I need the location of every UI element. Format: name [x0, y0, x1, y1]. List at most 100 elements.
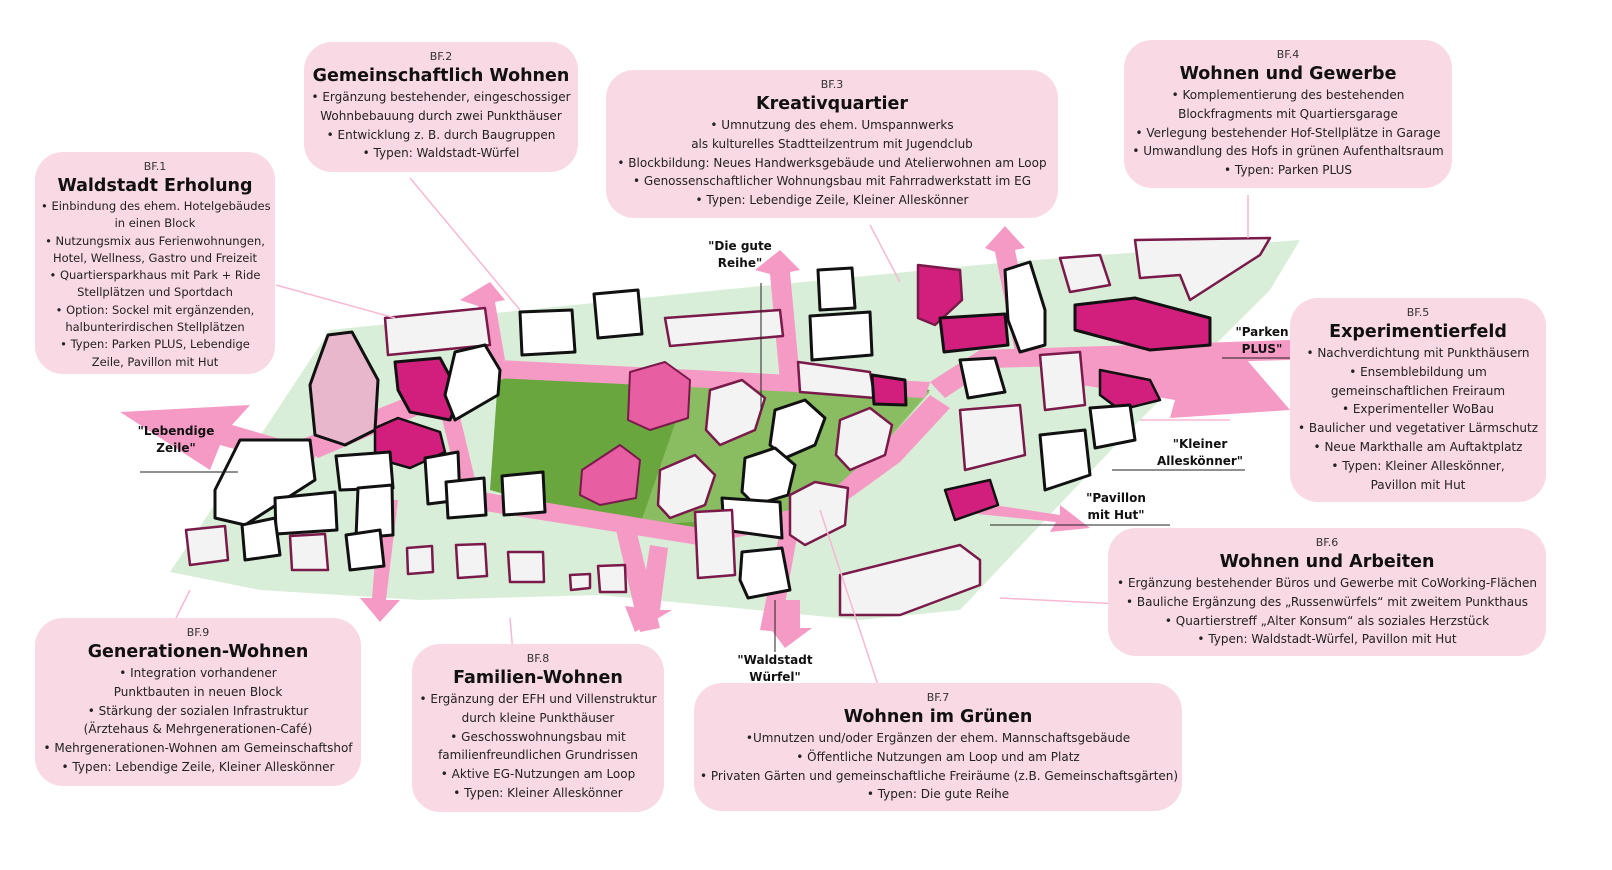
card-code: BF.6 — [1315, 536, 1339, 549]
label-pavillon-mit-hut: "Pavillon mit Hut" — [1076, 490, 1156, 524]
card-line: • Integration vorhandener — [119, 666, 277, 680]
card-bf3: BF.3 Kreativquartier • Umnutzung des ehe… — [606, 70, 1058, 218]
label-line: "Pavillon — [1086, 491, 1146, 505]
card-line: • Stärkung der sozialen Infrastruktur — [87, 703, 309, 718]
arrow-south-2 — [625, 545, 672, 632]
card-code: BF.4 — [1276, 48, 1300, 61]
card-code: BF.8 — [526, 652, 550, 665]
card-line: Zeile, Pavillon mit Hut — [91, 354, 219, 369]
card-line: • Bauliche Ergänzung des „Russenwürfels“… — [1126, 594, 1528, 609]
label-line: Reihe" — [717, 256, 763, 270]
building-l-white — [443, 343, 502, 422]
label-line: mit Hut" — [1087, 508, 1145, 522]
card-line: • Typen: Parken PLUS, Lebendige — [60, 337, 250, 352]
card-title: Gemeinschaftlich Wohnen — [312, 66, 570, 86]
building-pavillon — [943, 478, 1000, 522]
building-block-bf1 — [383, 306, 492, 357]
label-lebendige-zeile: "Lebendige Zeile" — [132, 423, 220, 457]
card-line: • Typen: Die gute Reihe — [866, 787, 1010, 802]
card-line: • Ergänzung bestehender, eingeschossiger — [311, 90, 571, 104]
card-line: • Experimenteller WoBau — [1341, 402, 1495, 417]
card-line: Blockfragments mit Quartiersgarage — [1178, 106, 1398, 121]
card-line: gemeinschaftlichen Freiraum — [1330, 383, 1506, 398]
card-line: • Typen: Lebendige Zeile, Kleiner Allesk… — [61, 759, 335, 774]
card-line: Stellplätzen und Sportdach — [77, 285, 233, 300]
card-line: • Typen: Waldstadt-Würfel, Pavillon mit … — [1197, 632, 1457, 647]
card-line: • Ergänzung bestehender Büros und Gewerb… — [1117, 576, 1537, 590]
card-line: in einen Block — [114, 216, 196, 231]
card-title: Kreativquartier — [756, 94, 908, 114]
card-line: Wohnbebauung durch zwei Punkthäuser — [320, 108, 562, 123]
card-title: Wohnen im Grünen — [843, 707, 1033, 727]
label-waldstadt-wuerfel: "Waldstadt Würfel" — [730, 652, 820, 686]
label-line: PLUS" — [1241, 342, 1283, 356]
card-bf6: BF.6 Wohnen und Arbeiten • Ergänzung bes… — [1108, 528, 1546, 656]
card-line: • Aktive EG-Nutzungen am Loop — [440, 767, 636, 782]
card-line: • Umnutzung des ehem. Umspannwerks — [710, 118, 954, 132]
label-line: "Parken — [1235, 325, 1289, 339]
card-code: BF.3 — [820, 78, 844, 91]
card-line: • Quartierstreff „Alter Konsum“ als sozi… — [1164, 613, 1490, 628]
label-line: "Lebendige — [137, 424, 215, 438]
card-line: (Ärztehaus & Mehrgenerationen-Café) — [83, 722, 313, 737]
card-bf9: BF.9 Generationen-Wohnen • Integration v… — [35, 618, 361, 786]
card-code: BF.5 — [1406, 306, 1430, 319]
card-code: BF.7 — [926, 691, 950, 704]
card-title: Experimentierfeld — [1329, 322, 1507, 342]
card-line: • Entwicklung z. B. durch Baugruppen — [326, 127, 556, 142]
card-bf5: BF.5 Experimentierfeld • Nachverdichtung… — [1290, 298, 1546, 502]
card-line: familienfreundlichen Grundrissen — [438, 748, 638, 763]
card-line: • Verlegung bestehender Hof-Stellplätze … — [1135, 125, 1441, 140]
label-line: Zeile" — [156, 441, 196, 455]
card-line: halbunterirdischen Stellplätzen — [65, 320, 245, 335]
hall-north — [627, 361, 691, 431]
label-parken-plus: "Parken PLUS" — [1222, 324, 1302, 358]
card-line: • Quartiersparkhaus mit Park + Ride — [49, 268, 261, 283]
card-line: • Komplementierung des bestehenden — [1171, 88, 1405, 102]
label-kleiner-alleskoenner: "Kleiner Alleskönner" — [1150, 436, 1250, 470]
card-title: Wohnen und Gewerbe — [1179, 64, 1397, 84]
card-line: Hotel, Wellness, Gastro und Freizeit — [52, 250, 258, 265]
buildings — [184, 236, 1272, 617]
card-line: • Typen: Parken PLUS — [1224, 163, 1352, 178]
building-umspannwerk — [916, 263, 964, 327]
card-line: • Öffentliche Nutzungen am Loop und am P… — [796, 749, 1080, 764]
card-line: • Baulicher und vegetativer Lärmschutz — [1297, 421, 1539, 436]
label-die-gute-reihe: "Die gute Reihe" — [700, 238, 780, 272]
card-line: • Typen: Kleiner Alleskönner — [453, 785, 623, 800]
card-line: • Einbindung des ehem. Hotelgebäudes — [41, 199, 271, 213]
card-line: • Geschosswohnungsbau mit — [450, 729, 626, 744]
card-line: • Nutzungsmix aus Ferienwohnungen, — [45, 233, 265, 248]
card-bf1: BF.1 Waldstadt Erholung • Einbindung des… — [35, 152, 275, 374]
card-line: • Ensemblebildung um — [1349, 364, 1487, 379]
card-line: • Mehrgenerationen-Wohnen am Gemeinschaf… — [43, 741, 353, 756]
card-title: Familien-Wohnen — [453, 668, 623, 688]
card-code: BF.2 — [429, 50, 453, 63]
card-code: BF.1 — [143, 160, 167, 173]
card-bf7: BF.7 Wohnen im Grünen •Umnutzen und/oder… — [694, 683, 1182, 811]
card-line: • Neue Markthalle am Auftaktplatz — [1313, 439, 1523, 454]
building-parken-plus — [1073, 296, 1212, 352]
card-code: BF.9 — [186, 626, 210, 639]
hall-south — [579, 444, 641, 506]
card-line: •Umnutzen und/oder Ergänzen der ehem. Ma… — [745, 731, 1131, 745]
label-line: Alleskönner" — [1156, 454, 1244, 468]
building-waldstadt-wuerfel — [738, 546, 792, 600]
card-line: • Blockbildung: Neues Handwerksgebäude u… — [617, 155, 1047, 170]
card-line: Pavillon mit Hut — [1370, 477, 1466, 492]
card-line: • Option: Sockel mit ergänzenden, — [55, 302, 255, 317]
card-title: Generationen-Wohnen — [87, 642, 309, 662]
label-line: "Waldstadt — [737, 653, 813, 667]
card-line: • Umwandlung des Hofs in grünen Aufentha… — [1132, 144, 1444, 159]
card-line: • Typen: Lebendige Zeile, Kleiner Allesk… — [695, 193, 969, 208]
arrow-east — [1050, 352, 1290, 418]
card-line: als kulturelles Stadtteilzentrum mit Jug… — [691, 136, 973, 151]
card-line: • Ergänzung der EFH und Villenstruktur — [419, 692, 657, 706]
card-line: • Typen: Waldstadt-Würfel — [362, 146, 520, 161]
building-office-l — [838, 543, 982, 617]
label-line: Würfel" — [749, 670, 801, 684]
building-parkhaus — [393, 356, 462, 422]
card-title: Waldstadt Erholung — [57, 176, 253, 196]
card-title: Wohnen und Arbeiten — [1219, 552, 1435, 572]
card-line: Punktbauten in neuen Block — [113, 684, 283, 699]
